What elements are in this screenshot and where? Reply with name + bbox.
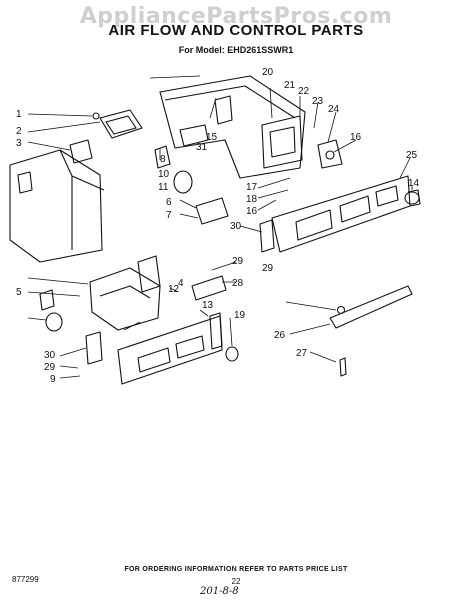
callout-1: 1: [16, 109, 22, 120]
callout-30b: 30: [44, 350, 56, 361]
model-label: For Model: EHD261SSWR1: [178, 45, 294, 55]
watermark: AppliancePartsPros.com: [79, 4, 393, 29]
callout-4: 4: [178, 278, 184, 289]
control-knob: [404, 191, 420, 205]
callout-11: 11: [158, 182, 169, 193]
thermostat: [317, 139, 343, 169]
gasket: [99, 109, 143, 139]
lamp: [195, 197, 229, 225]
defrost-strip: [329, 285, 413, 329]
callout-8: 8: [160, 154, 166, 165]
callout-29a: 29: [232, 256, 244, 267]
callout-2: 2: [16, 126, 22, 137]
callout-24: 24: [328, 104, 340, 115]
callout-9: 9: [50, 374, 56, 385]
callout-7: 7: [166, 210, 172, 221]
callout-22: 22: [298, 86, 310, 97]
lamp-lower: [45, 312, 63, 332]
callout-29b: 29: [262, 263, 274, 274]
control-housing: [261, 115, 303, 169]
air-duct: [9, 149, 103, 263]
callout-20: 20: [262, 67, 274, 78]
callout-18: 18: [246, 194, 258, 205]
callout-5: 5: [16, 287, 22, 298]
callout-14: 14: [408, 178, 420, 189]
lower-duct: [89, 267, 161, 331]
callout-21: 21: [284, 80, 296, 91]
screw-icon: [92, 112, 100, 120]
callout-3: 3: [16, 138, 22, 149]
bracket: [259, 219, 275, 253]
callout-26: 26: [274, 330, 286, 341]
callout-31: 31: [196, 142, 208, 153]
callout-13: 13: [202, 300, 214, 311]
callout-10: 10: [158, 169, 170, 180]
page-number: 22: [231, 577, 241, 586]
handwritten-note: 201-8-8: [200, 586, 239, 597]
callout-16a: 16: [350, 132, 362, 143]
callout-30a: 30: [230, 221, 242, 232]
lower-control-panel: [117, 315, 223, 385]
callout-28: 28: [232, 278, 244, 289]
lamp-socket: [154, 145, 171, 169]
diagram-title: AIR FLOW AND CONTROL PARTS: [108, 22, 364, 39]
light-bulb: [173, 170, 193, 194]
ordering-note: FOR ORDERING INFORMATION REFER TO PARTS …: [124, 566, 348, 573]
callout-23: 23: [312, 96, 324, 107]
callout-17: 17: [246, 182, 258, 193]
callout-6: 6: [166, 197, 172, 208]
callout-19: 19: [234, 310, 246, 321]
mounting-bracket: [159, 75, 306, 179]
callout-29c: 29: [44, 362, 56, 373]
callout-16b: 16: [246, 206, 258, 217]
callout-25: 25: [406, 150, 418, 161]
callout-15: 15: [206, 132, 218, 143]
callout-27: 27: [296, 348, 308, 359]
callout-12: 12: [168, 284, 180, 295]
document-code: 877299: [12, 575, 39, 584]
